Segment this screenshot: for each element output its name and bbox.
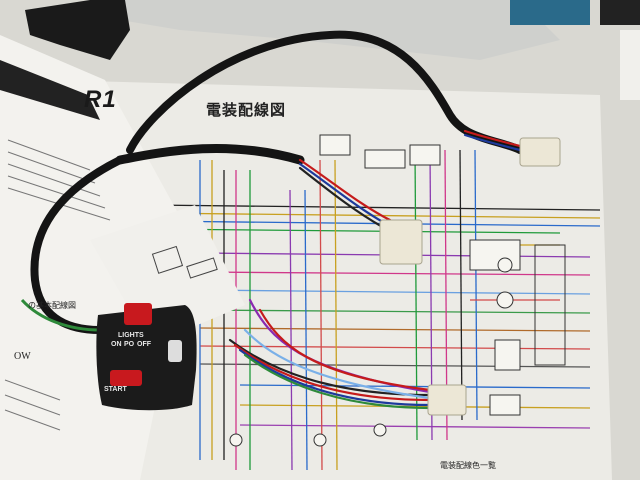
- brand-mark: R1: [84, 86, 117, 113]
- start-button: [110, 370, 142, 386]
- cloth-background: [110, 0, 560, 60]
- switch-side-bolt: [168, 340, 182, 362]
- switch-red-button: [124, 303, 152, 325]
- diagram-title: 電装配線図: [206, 101, 287, 119]
- white-connector-top: [519, 137, 561, 167]
- white-connector-mid: [379, 219, 423, 265]
- leaflet-dark-band: [0, 60, 100, 120]
- blue-object-top-right: [510, 0, 590, 25]
- black-harness-mid: [115, 143, 305, 165]
- handlebar-switch: [96, 303, 197, 411]
- small-diagram-sheet: [90, 205, 245, 345]
- small-sheet-grid: [151, 245, 218, 279]
- leaflet-ow-label: OW: [14, 351, 31, 362]
- switch-lights-label: LIGHTS: [118, 332, 144, 339]
- white-connector-bottom: [427, 384, 467, 416]
- switch-position-off: OFF: [137, 341, 151, 348]
- green-wire: [20, 298, 101, 332]
- leaflet-diagram-label: の基本配線図: [28, 301, 76, 310]
- colored-wire-bundle: [228, 129, 522, 410]
- black-object-top-right: [600, 0, 640, 25]
- white-object-right: [620, 30, 640, 100]
- leaflet-text-lines: [4, 139, 111, 431]
- diagram-lines: [149, 149, 601, 471]
- black-object-top-left: [25, 0, 130, 60]
- switch-position-po: PO: [124, 341, 135, 348]
- diagram-components: [229, 134, 566, 447]
- color-legend-label: 電装配線色一覧: [440, 461, 496, 470]
- switch-start-label: START: [104, 386, 127, 393]
- switch-position-on: ON: [111, 341, 122, 348]
